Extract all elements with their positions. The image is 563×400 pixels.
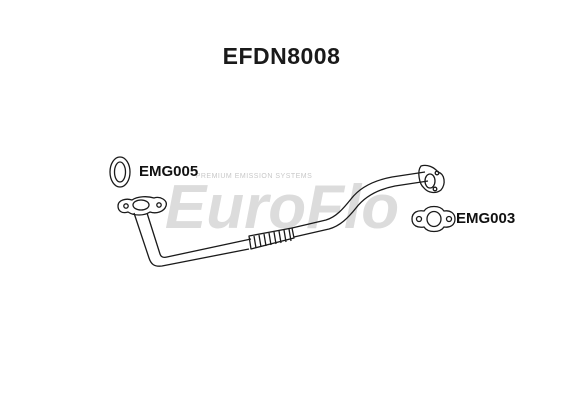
front-pipe <box>117 164 445 267</box>
watermark-brand: EuroFlo <box>165 173 399 242</box>
euroflo-watermark: EuroFlo PREMIUM EMISSION SYSTEMS <box>165 173 399 242</box>
label-emg003: EMG003 <box>456 210 516 227</box>
watermark-tagline: PREMIUM EMISSION SYSTEMS <box>196 173 313 180</box>
ring-gasket-emg005 <box>109 156 131 188</box>
flange-gasket-emg003 <box>411 205 456 233</box>
label-emg005: EMG005 <box>139 163 199 180</box>
part-number-title: EFDN8008 <box>222 43 341 69</box>
